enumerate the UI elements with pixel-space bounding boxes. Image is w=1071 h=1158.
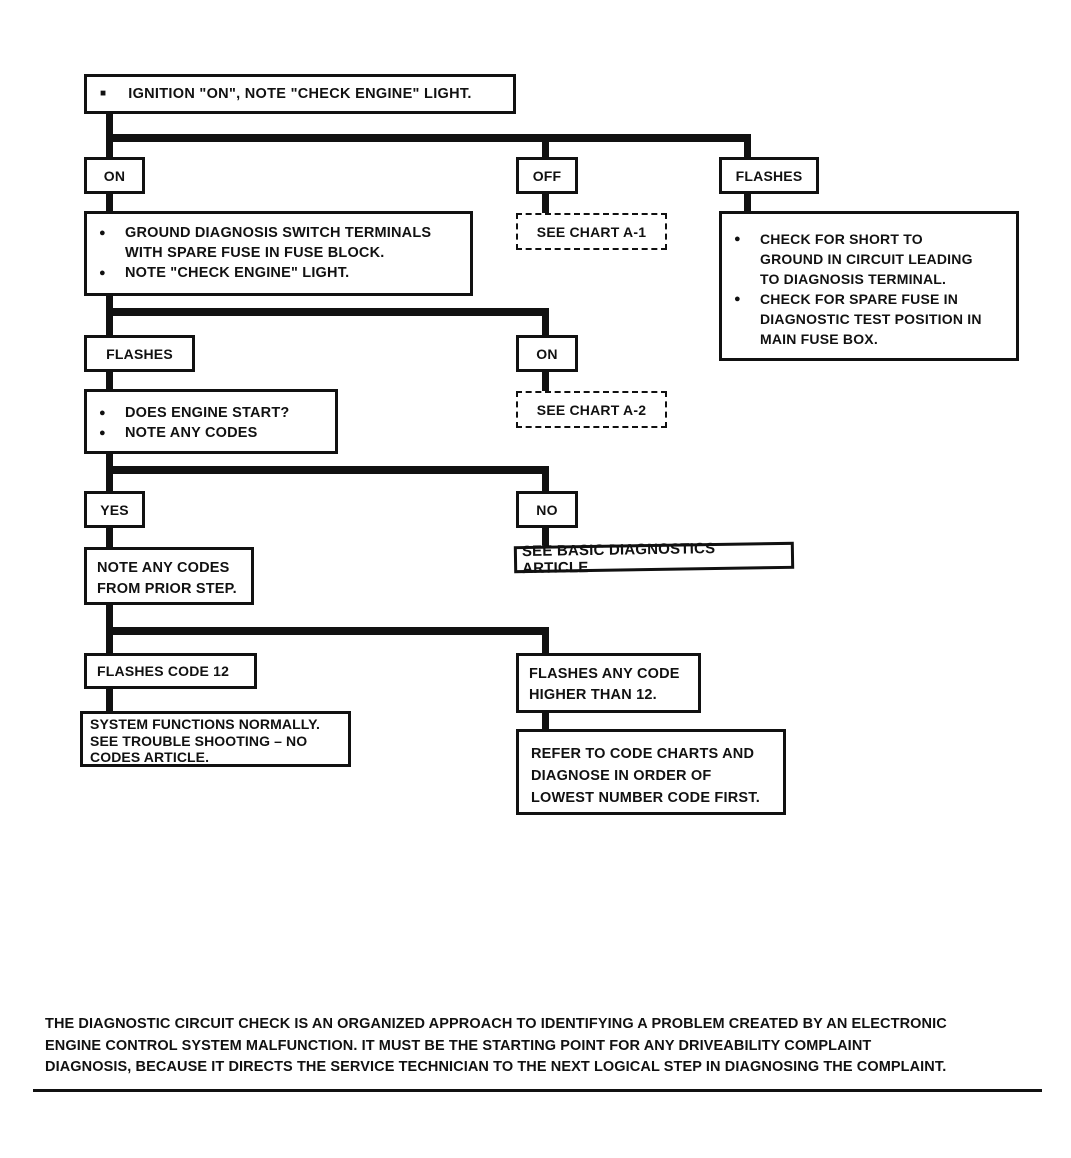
round-bullet-icon: ● bbox=[99, 427, 106, 439]
bullet-text: CHECK FOR SPARE FUSE IN DIAGNOSTIC TEST … bbox=[760, 291, 982, 347]
round-bullet-icon: ● bbox=[734, 233, 741, 245]
bullet-item: ● NOTE "CHECK ENGINE" LIGHT. bbox=[99, 263, 460, 283]
connector-line bbox=[106, 142, 113, 158]
connector-line bbox=[106, 316, 113, 336]
node-note-codes: NOTE ANY CODES FROM PRIOR STEP. bbox=[84, 547, 254, 605]
bullet-text: NOTE ANY CODES bbox=[125, 425, 258, 441]
connector-line bbox=[542, 371, 549, 392]
node-ignition-on: ■ IGNITION "ON", NOTE "CHECK ENGINE" LIG… bbox=[84, 74, 516, 114]
node-flashes-higher: FLASHES ANY CODE HIGHER THAN 12. bbox=[516, 653, 701, 713]
connector-line bbox=[106, 371, 113, 390]
node-off: OFF bbox=[516, 157, 578, 194]
round-bullet-icon: ● bbox=[99, 267, 106, 279]
connector-line bbox=[106, 112, 113, 136]
round-bullet-icon: ● bbox=[99, 227, 106, 239]
connector-line bbox=[106, 635, 113, 654]
connector-line bbox=[106, 453, 113, 467]
bullet-item: ● GROUND DIAGNOSIS SWITCH TERMINALS WITH… bbox=[99, 223, 460, 263]
connector-line bbox=[106, 308, 549, 316]
round-bullet-icon: ● bbox=[99, 407, 106, 419]
node-see-chart-a1: SEE CHART A-1 bbox=[516, 213, 667, 250]
connector-line bbox=[106, 466, 549, 474]
node-flashes-2: FLASHES bbox=[84, 335, 195, 372]
node-basic-diagnostics: SEE BASIC DIAGNOSTICS ARTICLE. bbox=[513, 540, 795, 577]
connector-line bbox=[106, 134, 751, 142]
node-flashes-1: FLASHES bbox=[719, 157, 819, 194]
connector-line bbox=[744, 142, 751, 158]
connector-line bbox=[106, 527, 113, 548]
node-yes: YES bbox=[84, 491, 145, 528]
node-label: IGNITION "ON", NOTE "CHECK ENGINE" LIGHT… bbox=[128, 86, 472, 102]
connector-line bbox=[106, 474, 113, 492]
node-ground-diagnosis: ● GROUND DIAGNOSIS SWITCH TERMINALS WITH… bbox=[84, 211, 473, 296]
bullet-item: ● DOES ENGINE START? bbox=[99, 403, 325, 423]
bullet-item: ● CHECK FOR SPARE FUSE IN DIAGNOSTIC TES… bbox=[734, 289, 1006, 349]
node-refer-code-charts: REFER TO CODE CHARTS AND DIAGNOSE IN ORD… bbox=[516, 729, 786, 815]
bullet-item: ● CHECK FOR SHORT TO GROUND IN CIRCUIT L… bbox=[734, 229, 1006, 289]
footer-paragraph: THE DIAGNOSTIC CIRCUIT CHECK IS AN ORGAN… bbox=[45, 1016, 947, 1075]
bullet-text: CHECK FOR SHORT TO GROUND IN CIRCUIT LEA… bbox=[760, 231, 973, 287]
round-bullet-icon: ● bbox=[734, 293, 741, 305]
connector-line bbox=[542, 713, 549, 730]
square-bullet-icon: ■ bbox=[100, 88, 107, 99]
node-flashes-code-12: FLASHES CODE 12 bbox=[84, 653, 257, 689]
connector-line bbox=[106, 193, 113, 212]
node-on-1: ON bbox=[84, 157, 145, 194]
connector-line bbox=[106, 627, 549, 635]
footer-rule bbox=[33, 1089, 1042, 1092]
bullet-text: DOES ENGINE START? bbox=[125, 405, 290, 421]
bullet-text: NOTE "CHECK ENGINE" LIGHT. bbox=[125, 265, 350, 281]
connector-line bbox=[542, 527, 549, 546]
node-engine-start: ● DOES ENGINE START? ● NOTE ANY CODES bbox=[84, 389, 338, 454]
connector-line bbox=[106, 605, 113, 628]
connector-line bbox=[542, 142, 549, 158]
node-system-normal: SYSTEM FUNCTIONS NORMALLY. SEE TROUBLE S… bbox=[80, 711, 351, 767]
bullet-item: ● NOTE ANY CODES bbox=[99, 423, 325, 443]
connector-line bbox=[542, 474, 549, 492]
connector-line bbox=[106, 295, 113, 309]
connector-line bbox=[542, 193, 549, 214]
node-on-2: ON bbox=[516, 335, 578, 372]
connector-line bbox=[106, 689, 113, 712]
node-short-check: ● CHECK FOR SHORT TO GROUND IN CIRCUIT L… bbox=[719, 211, 1019, 361]
connector-line bbox=[542, 316, 549, 336]
node-see-chart-a2: SEE CHART A-2 bbox=[516, 391, 667, 428]
connector-line bbox=[542, 635, 549, 654]
node-no: NO bbox=[516, 491, 578, 528]
bullet-text: GROUND DIAGNOSIS SWITCH TERMINALS WITH S… bbox=[125, 225, 432, 261]
connector-line bbox=[744, 193, 751, 212]
